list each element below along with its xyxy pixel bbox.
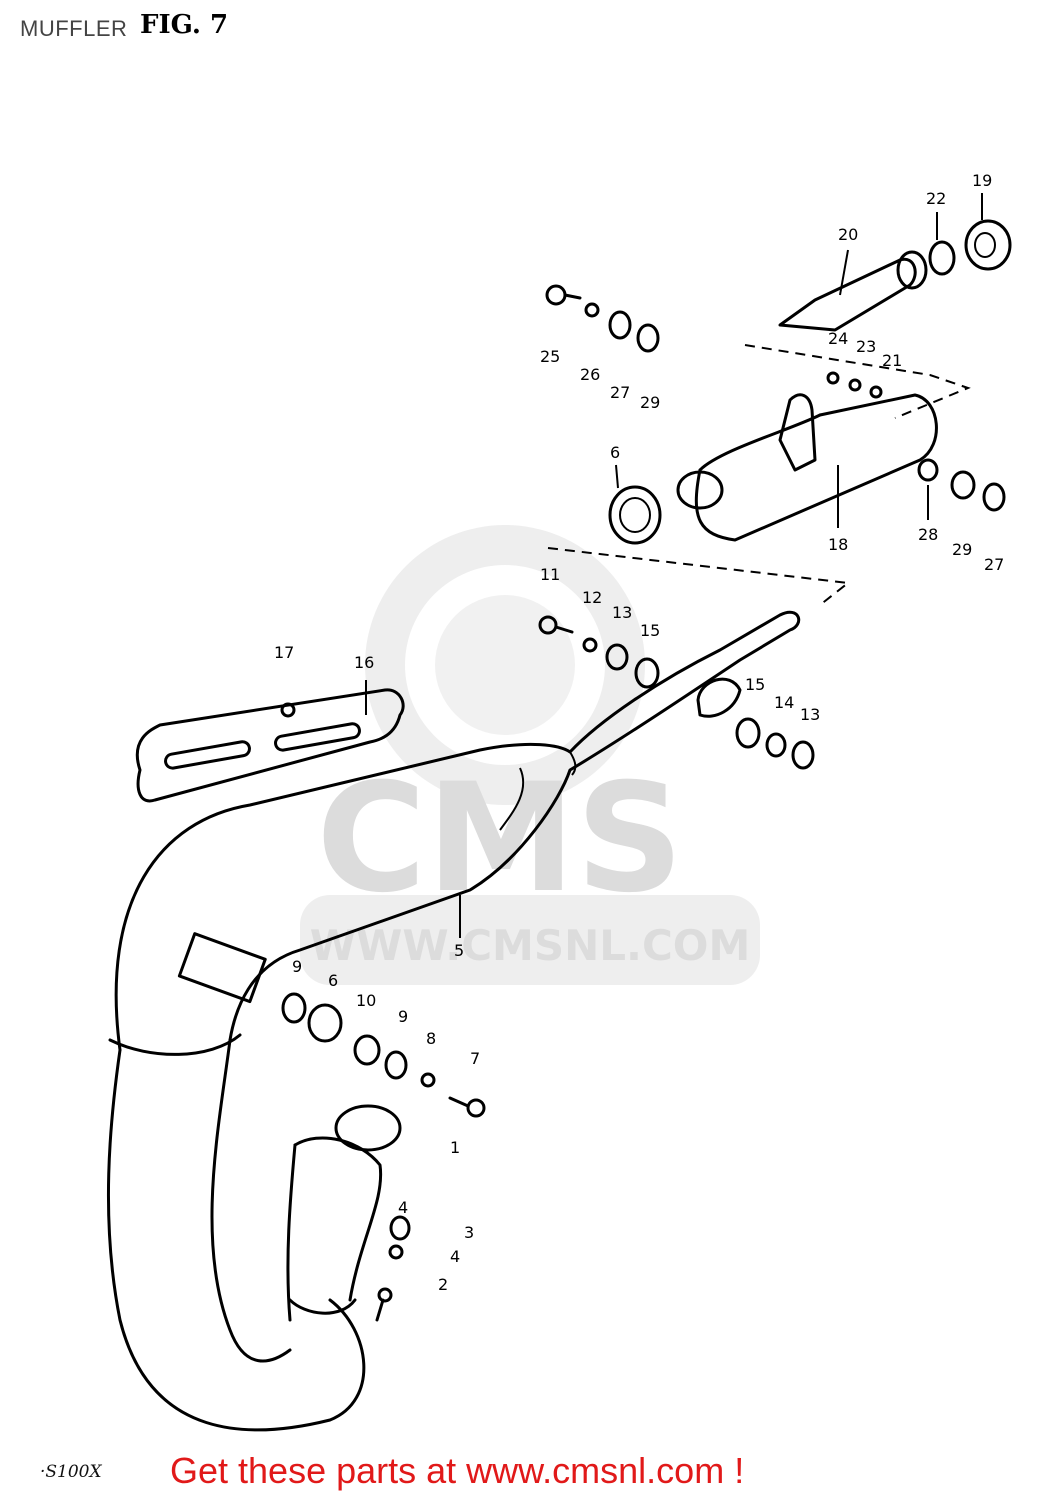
callout-26: 26: [580, 365, 600, 384]
callout-14: 14: [774, 693, 794, 712]
callout-8: 8: [426, 1029, 436, 1048]
callout-19: 19: [972, 171, 992, 190]
callout-3: 3: [464, 1223, 474, 1242]
callout-23: 23: [856, 337, 876, 356]
callout-4: 4: [398, 1198, 408, 1217]
callout-13b: 13: [800, 705, 820, 724]
page-title: MUFFLER: [20, 16, 128, 41]
callout-18: 18: [828, 535, 848, 554]
callout-27b: 27: [984, 555, 1004, 574]
leader-lines: [365, 193, 983, 938]
callout-10: 10: [356, 991, 376, 1010]
callout-16: 16: [354, 653, 374, 672]
watermark-brand: CMS: [316, 752, 683, 926]
callouts: 19 22 20 25 26 27 29 24 23 21 6 18 28 29…: [274, 171, 1004, 1294]
callout-12: 12: [582, 588, 602, 607]
callout-4b: 4: [450, 1247, 460, 1266]
callout-22: 22: [926, 189, 946, 208]
callout-25: 25: [540, 347, 560, 366]
callout-9b: 9: [398, 1007, 408, 1026]
callout-17: 17: [274, 643, 294, 662]
callout-13: 13: [612, 603, 632, 622]
tail-pipe: [778, 219, 1012, 332]
watermark: CMS WWW.CMSNL.COM: [300, 525, 760, 985]
callout-28: 28: [918, 525, 938, 544]
callout-6: 6: [610, 443, 620, 462]
callout-6b: 6: [328, 971, 338, 990]
callout-27: 27: [610, 383, 630, 402]
callout-7: 7: [470, 1049, 480, 1068]
shop-link[interactable]: Get these parts at www.cmsnl.com !: [170, 1450, 745, 1491]
callout-5: 5: [454, 941, 464, 960]
exhaust-chamber: [106, 610, 801, 1432]
callout-2: 2: [438, 1275, 448, 1294]
hardware: [280, 284, 1006, 1322]
watermark-site: WWW.CMSNL.COM: [310, 921, 751, 970]
callout-1: 1: [450, 1138, 460, 1157]
callout-15: 15: [640, 621, 660, 640]
callout-20: 20: [838, 225, 858, 244]
heat-shield: [135, 688, 405, 803]
model-code: ·S100X: [40, 1462, 102, 1482]
callout-29b: 29: [952, 540, 972, 559]
callout-11: 11: [540, 565, 560, 584]
callout-29: 29: [640, 393, 660, 412]
silencer: [608, 393, 938, 545]
callout-21: 21: [882, 351, 902, 370]
callout-24: 24: [828, 329, 848, 348]
callout-9: 9: [292, 957, 302, 976]
figure-label: FIG. 7: [140, 10, 229, 40]
callout-15b: 15: [745, 675, 765, 694]
